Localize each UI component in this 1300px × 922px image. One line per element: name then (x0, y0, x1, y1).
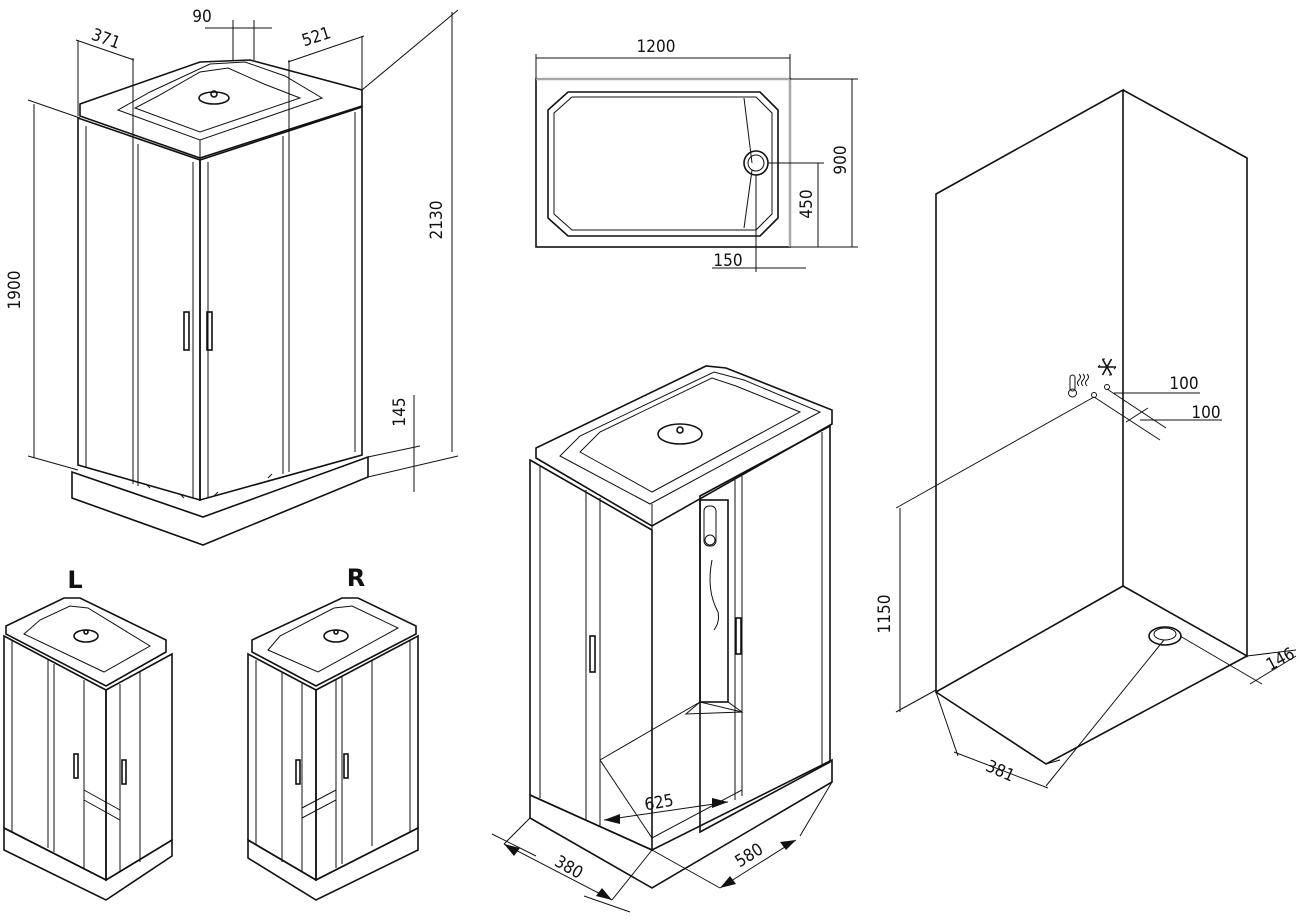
dim-tray-length: 1200 (637, 37, 676, 57)
variant-r-view: R (247, 564, 419, 901)
dim-drain-offset-y: 450 (797, 189, 817, 218)
dim-drain-floor: 381 (983, 756, 1018, 786)
snowflake-icon (1097, 358, 1117, 376)
dim-depth-left: 371 (89, 25, 123, 54)
dim-inlet-a: 100 (1169, 374, 1198, 394)
dim-door-opening: 625 (643, 791, 675, 816)
installation-view: 100 100 1150 146 381 (875, 88, 1298, 789)
dim-inlet-height: 1150 (875, 595, 895, 634)
cabin-overall-view: 90 371 521 1900 2130 145 (5, 7, 459, 546)
dim-tray-height: 145 (390, 397, 410, 426)
dim-drain-offset-x: 150 (713, 251, 742, 271)
dim-top-width: 90 (192, 7, 211, 27)
thermometer-hot-icon (1068, 373, 1089, 398)
dim-panel-580: 580 (732, 840, 767, 872)
variant-r-label: R (347, 564, 365, 592)
dim-panel-380: 380 (551, 852, 586, 884)
dim-inlet-b: 100 (1191, 403, 1220, 423)
dim-tray-depth: 900 (831, 145, 851, 174)
dim-drain-wall: 146 (1263, 644, 1298, 675)
dim-height-total: 2130 (427, 201, 447, 240)
variant-l-view: L (3, 566, 173, 901)
tray-plan-view: 1200 900 450 150 (535, 37, 858, 272)
dim-height-door: 1900 (5, 271, 25, 310)
variant-l-label: L (67, 566, 82, 594)
dim-depth-right: 521 (299, 23, 333, 51)
cabin-open-view: 625 380 580 (491, 365, 833, 913)
